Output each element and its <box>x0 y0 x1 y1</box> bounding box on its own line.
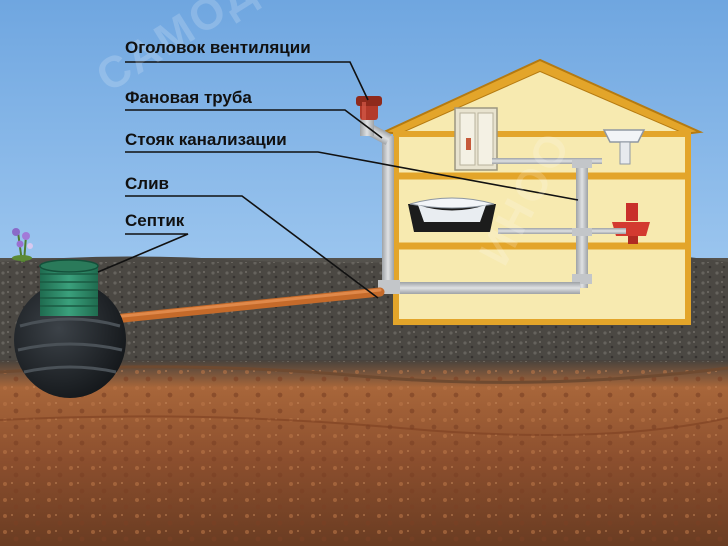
riser-pipe <box>576 160 588 288</box>
flowers <box>12 228 33 263</box>
leader-drain <box>125 195 379 299</box>
leader-vent-head <box>125 61 369 101</box>
leader-fan-pipe <box>125 109 383 139</box>
bathtub <box>408 197 496 232</box>
leader-lines <box>97 61 579 299</box>
drain-pipe <box>79 287 385 327</box>
vent-head <box>356 96 382 120</box>
sink <box>602 129 646 165</box>
house-outlet-pipe <box>380 282 580 294</box>
label-vent-head: Оголовок вентиляции <box>125 38 311 57</box>
fan-pipe <box>382 136 394 292</box>
label-septic: Септик <box>125 211 185 230</box>
label-sewer-riser: Стояк канализации <box>125 130 287 149</box>
septic-tank <box>14 259 126 398</box>
shower-cabin <box>454 107 498 171</box>
label-fan-pipe: Фановая труба <box>125 88 252 107</box>
label-drain: Слив <box>125 174 169 193</box>
leader-sewer-riser <box>125 151 579 201</box>
leader-septic <box>97 233 189 273</box>
